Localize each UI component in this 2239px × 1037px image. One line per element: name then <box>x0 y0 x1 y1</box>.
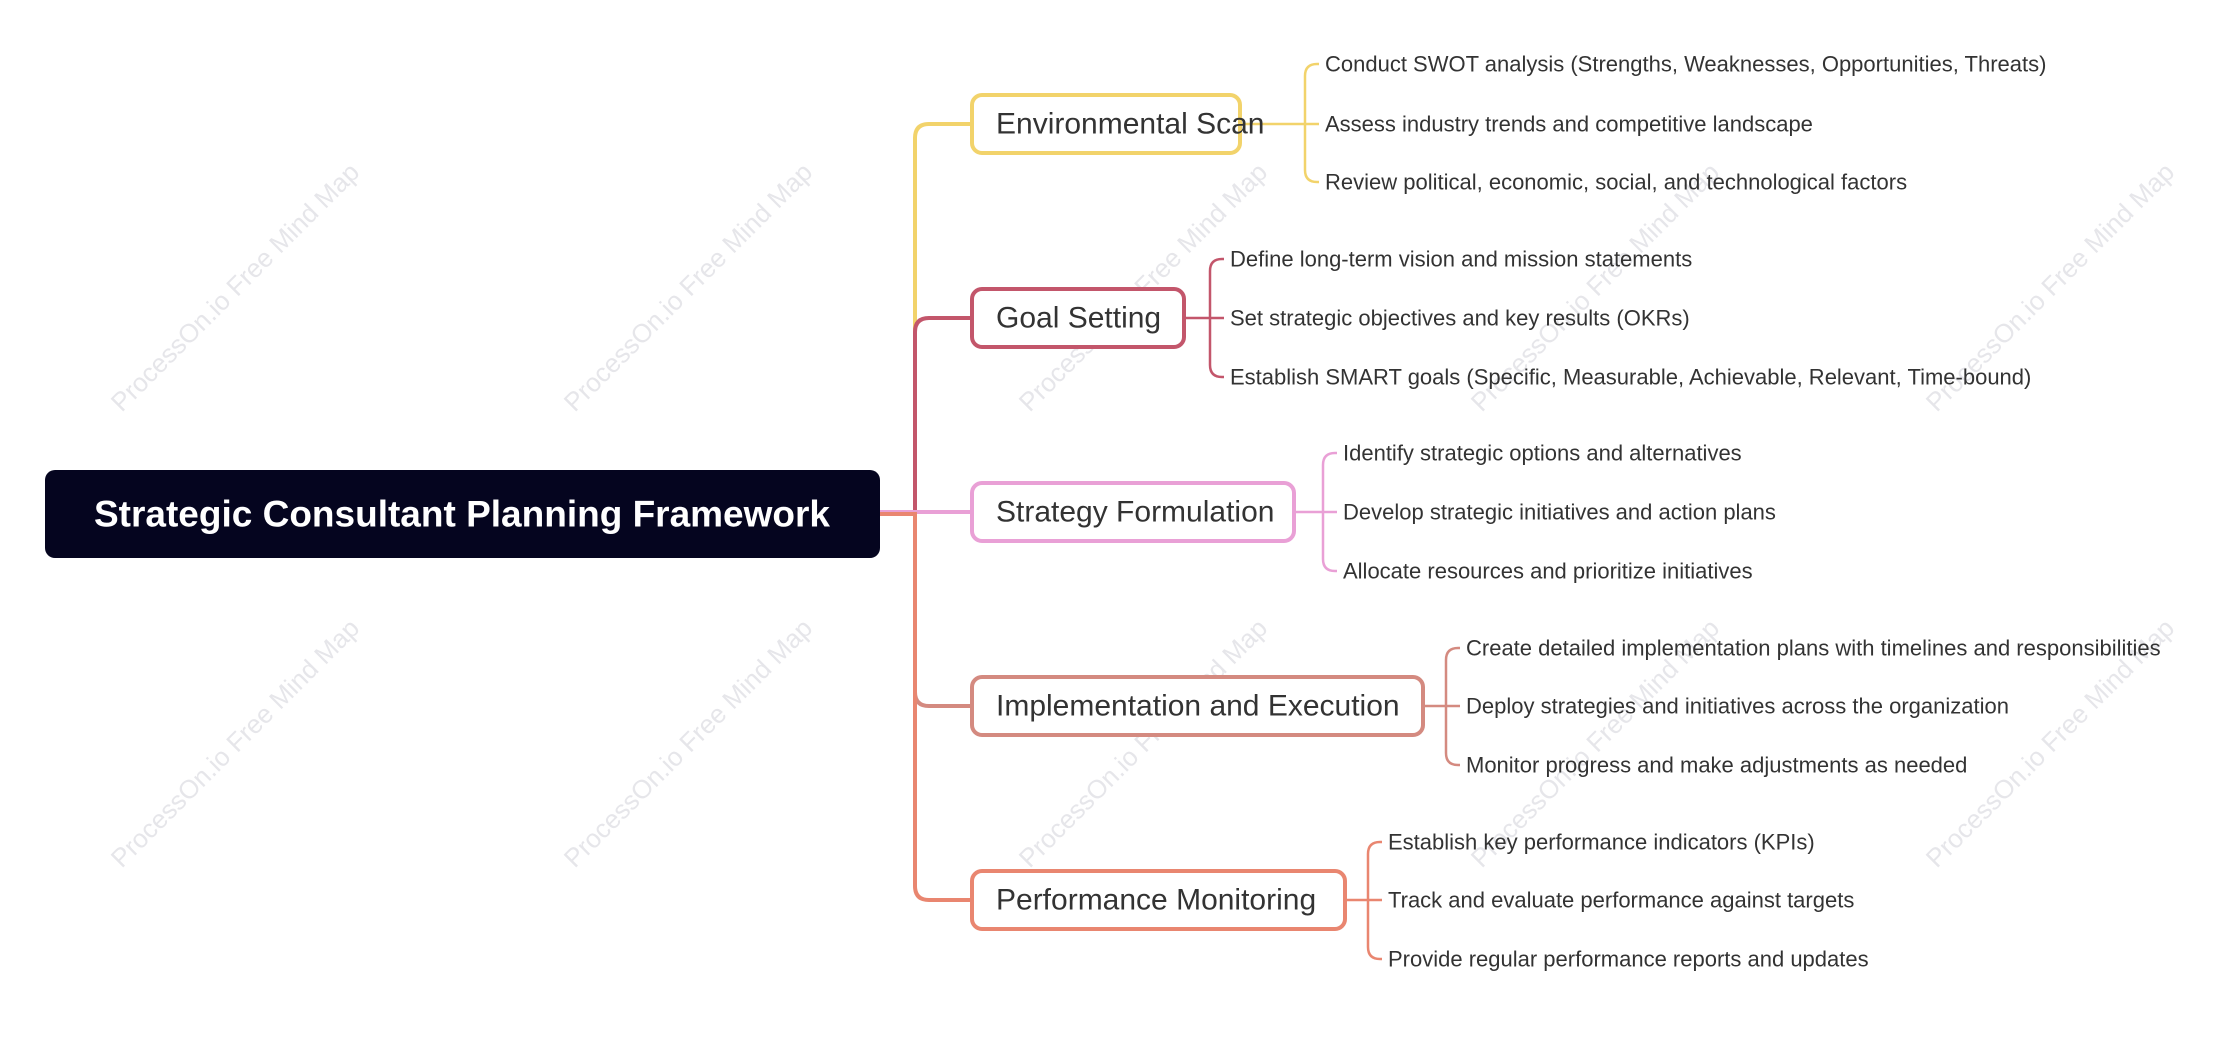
branch-node-label: Performance Monitoring <box>996 884 1316 917</box>
watermark-text: ProcessOn.io Free Mind Map <box>105 157 365 417</box>
branch-node-label: Implementation and Execution <box>996 690 1400 723</box>
leaf-item[interactable]: Review political, economic, social, and … <box>1325 170 1907 195</box>
branch-node-label: Goal Setting <box>996 302 1161 335</box>
branch-node-box <box>970 287 1186 349</box>
branch-node[interactable]: Environmental Scan <box>970 93 1264 155</box>
watermark-text: ProcessOn.io Free Mind Map <box>558 613 818 873</box>
branch-node-label: Strategy Formulation <box>996 496 1274 529</box>
leaf-item[interactable]: Create detailed implementation plans wit… <box>1466 636 2161 661</box>
root-node-title: Strategic Consultant Planning Framework <box>94 494 830 535</box>
leaf-item[interactable]: Establish SMART goals (Specific, Measura… <box>1230 365 2031 390</box>
leaf-item[interactable]: Establish key performance indicators (KP… <box>1388 830 1815 855</box>
branch-connector <box>878 316 974 516</box>
leaf-item[interactable]: Conduct SWOT analysis (Strengths, Weakne… <box>1325 52 2046 77</box>
branch-layer: Environmental Scan Conduct SWOT analysis … <box>970 52 2161 972</box>
branch-node-box <box>970 481 1296 543</box>
branch-connector <box>878 512 974 708</box>
leaf-item[interactable]: Provide regular performance reports and … <box>1388 947 1869 972</box>
branch-connector <box>878 512 974 902</box>
watermark-text: ProcessOn.io Free Mind Map <box>558 157 818 417</box>
branch-node[interactable]: Goal Setting <box>970 287 1186 349</box>
connector-layer <box>878 62 1460 961</box>
branch-node-box <box>970 869 1347 931</box>
leaf-item[interactable]: Allocate resources and prioritize initia… <box>1343 559 1753 584</box>
leaf-item[interactable]: Monitor progress and make adjustments as… <box>1466 753 1967 778</box>
root-node-box <box>45 470 880 558</box>
branch-node[interactable]: Performance Monitoring <box>970 869 1347 931</box>
branch-node-box <box>970 675 1425 737</box>
root-node[interactable]: Strategic Consultant Planning Framework <box>45 470 880 558</box>
leaf-item[interactable]: Track and evaluate performance against t… <box>1388 888 1854 913</box>
branch-connector <box>878 122 974 516</box>
branch-node-box <box>970 93 1242 155</box>
watermark-text: ProcessOn.io Free Mind Map <box>105 613 365 873</box>
branch-node[interactable]: Implementation and Execution <box>970 675 1425 737</box>
leaf-item[interactable]: Set strategic objectives and key results… <box>1230 306 1690 331</box>
branch-node-label: Environmental Scan <box>996 108 1264 141</box>
watermark-text: ProcessOn.io Free Mind Map <box>1013 613 1273 873</box>
leaf-item[interactable]: Assess industry trends and competitive l… <box>1325 112 1813 137</box>
leaf-item[interactable]: Develop strategic initiatives and action… <box>1343 500 1776 525</box>
leaf-item[interactable]: Deploy strategies and initiatives across… <box>1466 694 2009 719</box>
leaf-item[interactable]: Identify strategic options and alternati… <box>1343 441 1742 466</box>
leaf-item[interactable]: Define long-term vision and mission stat… <box>1230 247 1692 272</box>
branch-node[interactable]: Strategy Formulation <box>970 481 1296 543</box>
